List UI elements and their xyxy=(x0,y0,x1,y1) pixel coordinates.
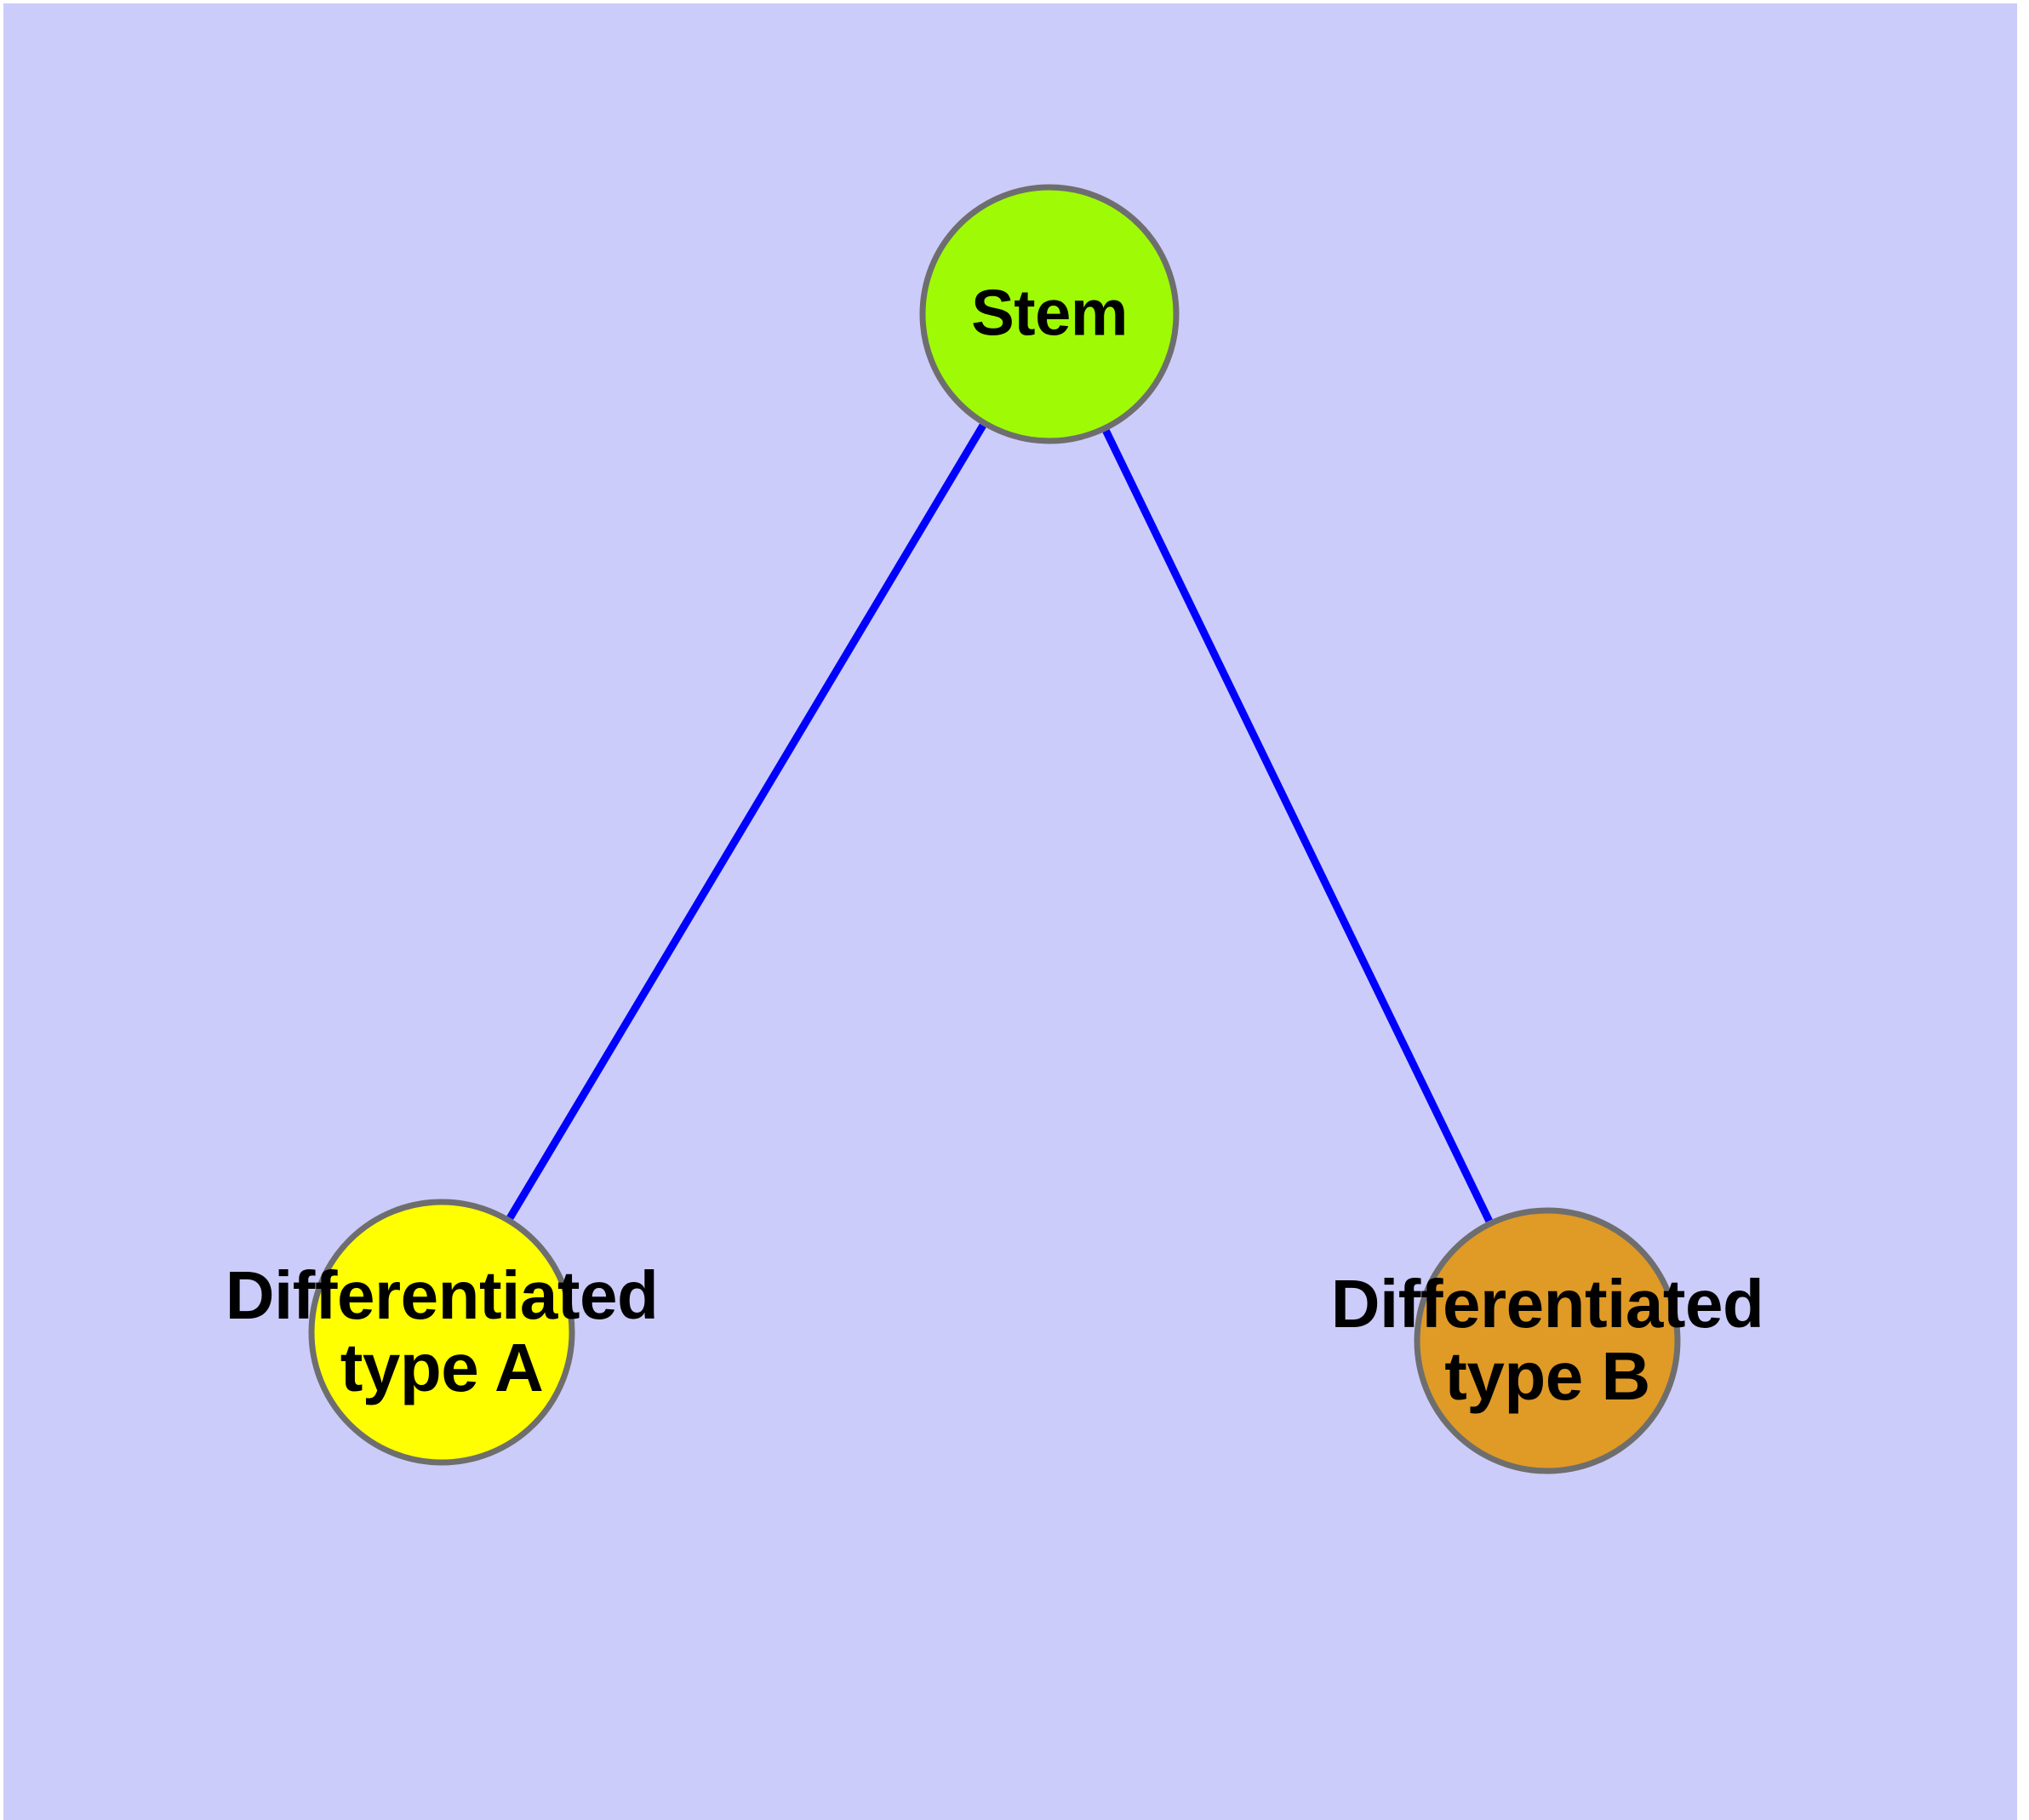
graph-node-stem[interactable] xyxy=(919,184,1180,444)
node-layer xyxy=(308,184,1681,1474)
graph-node-diff-a[interactable] xyxy=(308,1199,575,1466)
edge-layer xyxy=(506,423,1493,1223)
graph-node-diff-b[interactable] xyxy=(1414,1207,1681,1474)
graph-edge-stem-to-diff-a xyxy=(506,423,986,1220)
graph-edge-stem-to-diff-b xyxy=(1102,429,1493,1223)
